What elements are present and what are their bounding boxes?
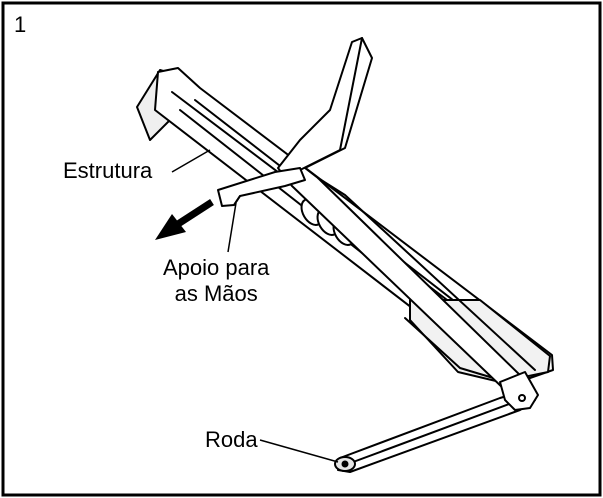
frame-leader-line <box>171 149 211 173</box>
handrail-label: Apoio para as Mãos <box>163 255 269 307</box>
handrail-label-line2: as Mãos <box>174 281 258 306</box>
step-number: 1 <box>14 12 27 37</box>
handrail-leader-line <box>227 202 237 253</box>
wheel-label: Roda <box>205 427 258 452</box>
direction-arrow <box>155 199 214 240</box>
front-bracket <box>499 371 539 411</box>
treadmill-drawing <box>136 37 554 473</box>
handrail-label-line1: Apoio para <box>163 255 270 280</box>
handrail-piece <box>217 167 306 207</box>
wheel-leader-line <box>259 439 339 463</box>
frame-label: Estrutura <box>63 158 153 183</box>
leader-lines <box>171 149 339 463</box>
